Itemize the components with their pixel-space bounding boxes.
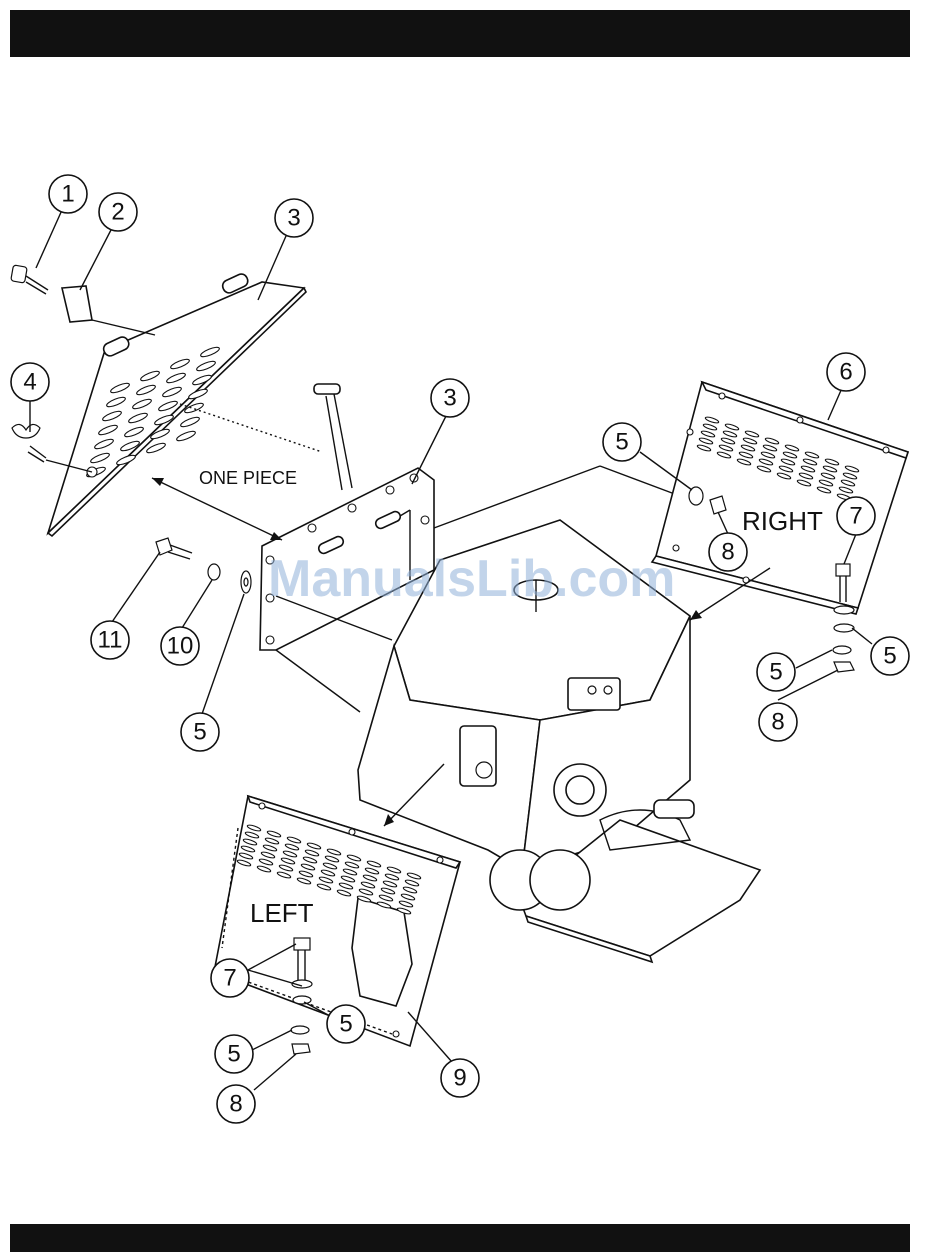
callout-10: 10 xyxy=(161,627,199,665)
callout-5: 5 xyxy=(181,713,219,751)
callout-number: 8 xyxy=(721,539,734,566)
callout-5: 5 xyxy=(603,423,641,461)
flat-washer xyxy=(241,571,251,593)
hex-bolt xyxy=(156,538,192,559)
callout-number: 5 xyxy=(227,1041,240,1068)
callout-number: 6 xyxy=(839,359,852,386)
watermark: ManualsLib.com xyxy=(268,550,675,608)
callout-number: 9 xyxy=(453,1065,466,1092)
left-label: LEFT xyxy=(250,898,314,928)
callout-number: 5 xyxy=(615,429,628,456)
mounting-clip xyxy=(62,286,155,335)
one-piece-label: ONE PIECE xyxy=(199,468,297,488)
callout-number: 1 xyxy=(61,181,74,208)
callout-number: 5 xyxy=(769,659,782,686)
callout-number: 4 xyxy=(23,369,36,396)
callout-5: 5 xyxy=(871,637,909,675)
callout-number: 3 xyxy=(443,385,456,412)
callout-7: 7 xyxy=(211,959,249,997)
callout-number: 5 xyxy=(339,1011,352,1038)
callout-5: 5 xyxy=(327,1005,365,1043)
callout-8: 8 xyxy=(709,533,747,571)
callout-6: 6 xyxy=(827,353,865,391)
callout-1: 1 xyxy=(49,175,87,213)
callout-8: 8 xyxy=(217,1085,255,1123)
callout-3: 3 xyxy=(431,379,469,417)
callout-number: 5 xyxy=(193,719,206,746)
callout-number: 8 xyxy=(229,1091,242,1118)
callout-9: 9 xyxy=(441,1059,479,1097)
callout-number: 10 xyxy=(167,633,194,660)
knob-bolt xyxy=(11,265,48,294)
right-label: RIGHT xyxy=(742,506,823,536)
control-lever xyxy=(314,384,352,490)
callout-number: 5 xyxy=(883,643,896,670)
callout-number: 7 xyxy=(223,965,236,992)
callout-11: 11 xyxy=(91,621,129,659)
callout-5: 5 xyxy=(215,1035,253,1073)
lock-washer xyxy=(208,564,220,580)
callout-number: 7 xyxy=(849,503,862,530)
callout-4: 4 xyxy=(11,363,49,401)
callout-number: 11 xyxy=(98,627,123,654)
callout-number: 2 xyxy=(111,199,124,226)
callout-number: 3 xyxy=(287,205,300,232)
callout-3: 3 xyxy=(275,199,313,237)
callout-7: 7 xyxy=(837,497,875,535)
callout-2: 2 xyxy=(99,193,137,231)
callout-5: 5 xyxy=(757,653,795,691)
callout-8: 8 xyxy=(759,703,797,741)
callout-number: 8 xyxy=(771,709,784,736)
